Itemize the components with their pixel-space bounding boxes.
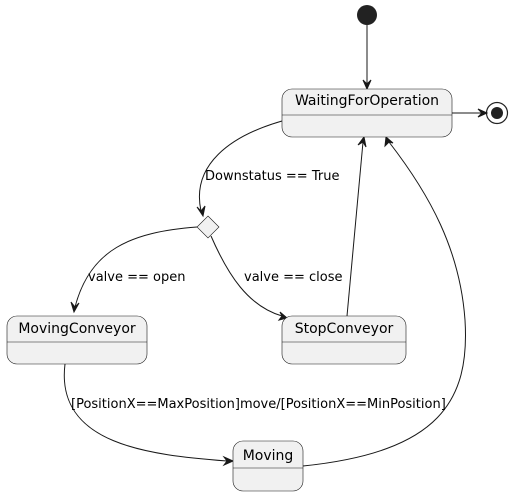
edge-waiting-to-choice xyxy=(196,120,283,218)
edge-stop-conveyor-to-waiting xyxy=(346,135,367,317)
edge-choice-to-moving-conveyor xyxy=(70,226,198,314)
state-waiting-for-operation: WaitingForOperation xyxy=(281,88,453,138)
state-name: StopConveyor xyxy=(295,321,394,337)
edge-moving-to-waiting xyxy=(302,136,467,467)
choice-node xyxy=(196,215,220,239)
transition-label-valve-close: valve == close xyxy=(244,270,343,285)
edge-waiting-to-final xyxy=(452,108,489,118)
initial-state-node xyxy=(357,5,377,25)
edge-moving-conveyor-to-moving xyxy=(63,363,235,467)
state-name: MovingConveyor xyxy=(18,321,136,337)
transition-label-position: [PositionX==MaxPosition]move/[PositionX=… xyxy=(71,397,446,412)
state-name: Moving xyxy=(243,448,294,464)
state-name: WaitingForOperation xyxy=(295,93,439,109)
state-stop-conveyor: StopConveyor xyxy=(281,315,407,365)
edge-initial-to-waiting xyxy=(362,25,372,91)
final-state-node xyxy=(485,101,509,125)
state-moving: Moving xyxy=(232,440,304,492)
transition-label-downstatus: Downstatus == True xyxy=(205,169,339,184)
edge-choice-to-stop-conveyor xyxy=(210,235,289,321)
transition-label-valve-open: valve == open xyxy=(88,270,185,285)
state-moving-conveyor: MovingConveyor xyxy=(6,315,148,365)
